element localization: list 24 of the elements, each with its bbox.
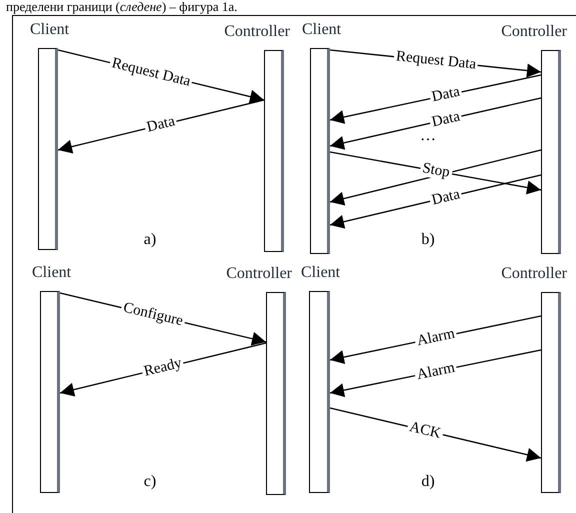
lifeline-heading: Controller bbox=[224, 24, 290, 40]
lifeline-bar bbox=[40, 291, 60, 493]
lifeline-bar bbox=[264, 50, 284, 252]
lifeline-bar bbox=[266, 292, 286, 495]
panel-label: c) bbox=[144, 474, 156, 490]
lifeline-heading: Controller bbox=[501, 266, 567, 282]
lifeline-heading: Controller bbox=[226, 266, 292, 282]
caption-text: пределени граници (следене) – фигура 1а. bbox=[6, 0, 238, 14]
lifeline-heading: Client bbox=[302, 22, 342, 38]
lifeline-heading: Client bbox=[30, 22, 70, 38]
lifeline-bar bbox=[541, 292, 561, 493]
lifeline-heading: Controller bbox=[501, 24, 567, 40]
lifeline-heading: Client bbox=[301, 265, 340, 281]
lifeline-bar bbox=[309, 291, 330, 493]
panel-label: d) bbox=[421, 474, 435, 490]
lifeline-bar bbox=[38, 48, 58, 250]
lifeline-heading: Client bbox=[32, 265, 72, 281]
lifeline-bar bbox=[541, 50, 561, 254]
message-arrow bbox=[330, 149, 542, 206]
lifeline-bar bbox=[310, 48, 330, 254]
edge-label: Stop bbox=[418, 160, 452, 182]
panel-label: b) bbox=[421, 232, 435, 248]
ellipsis-text: … bbox=[420, 128, 436, 144]
panel-label: a) bbox=[144, 232, 156, 248]
